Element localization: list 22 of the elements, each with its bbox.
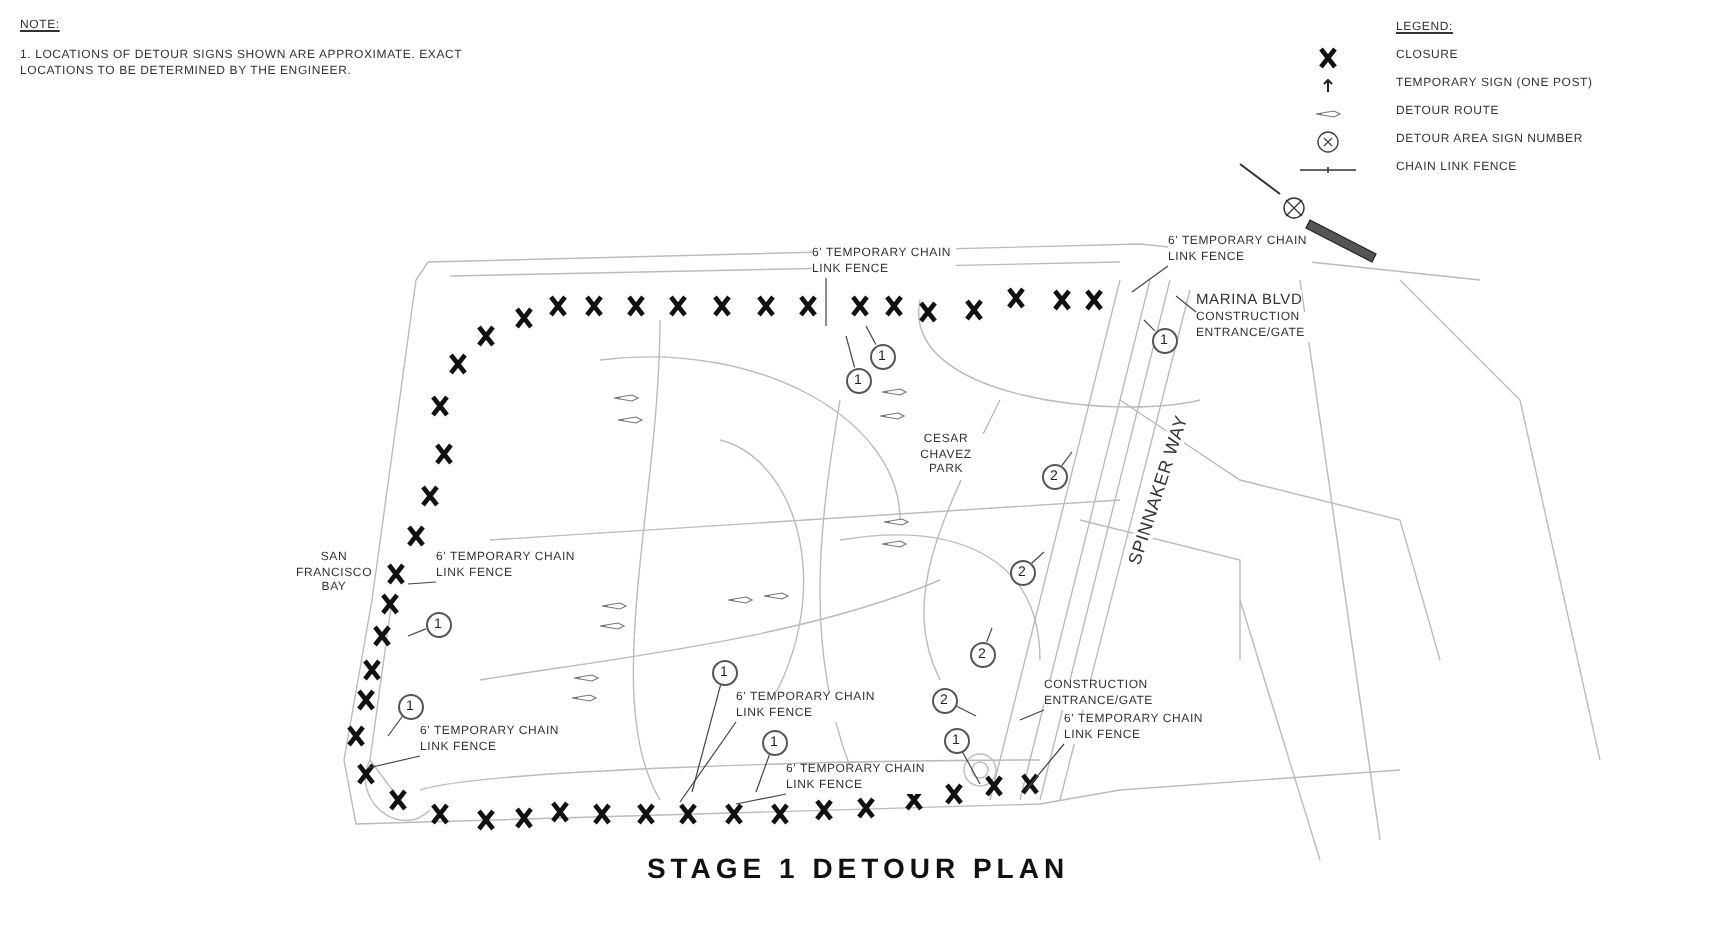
- leader-line: [961, 750, 981, 785]
- leader-line: [1031, 551, 1045, 564]
- leader-line: [1025, 743, 1065, 791]
- leader-line: [755, 753, 771, 793]
- leader-line: [367, 755, 421, 769]
- leader-line: [407, 628, 427, 637]
- leader-line: [986, 627, 993, 643]
- leader-line: [407, 581, 437, 585]
- leader-line: [1061, 451, 1073, 467]
- leader-line: [1143, 319, 1156, 332]
- leader-line: [691, 683, 722, 793]
- leader-line: [735, 793, 787, 805]
- leader-line: [825, 277, 827, 327]
- leader-line: [955, 705, 977, 717]
- leader-line: [865, 325, 877, 346]
- plan-title: STAGE 1 DETOUR PLAN: [644, 852, 1072, 884]
- leader-line: [1019, 709, 1045, 721]
- leader-line: [679, 721, 737, 803]
- leader-line: [1131, 265, 1169, 293]
- leader-line: [387, 715, 403, 737]
- leader-line: [845, 335, 856, 369]
- leader-line: [1175, 295, 1197, 313]
